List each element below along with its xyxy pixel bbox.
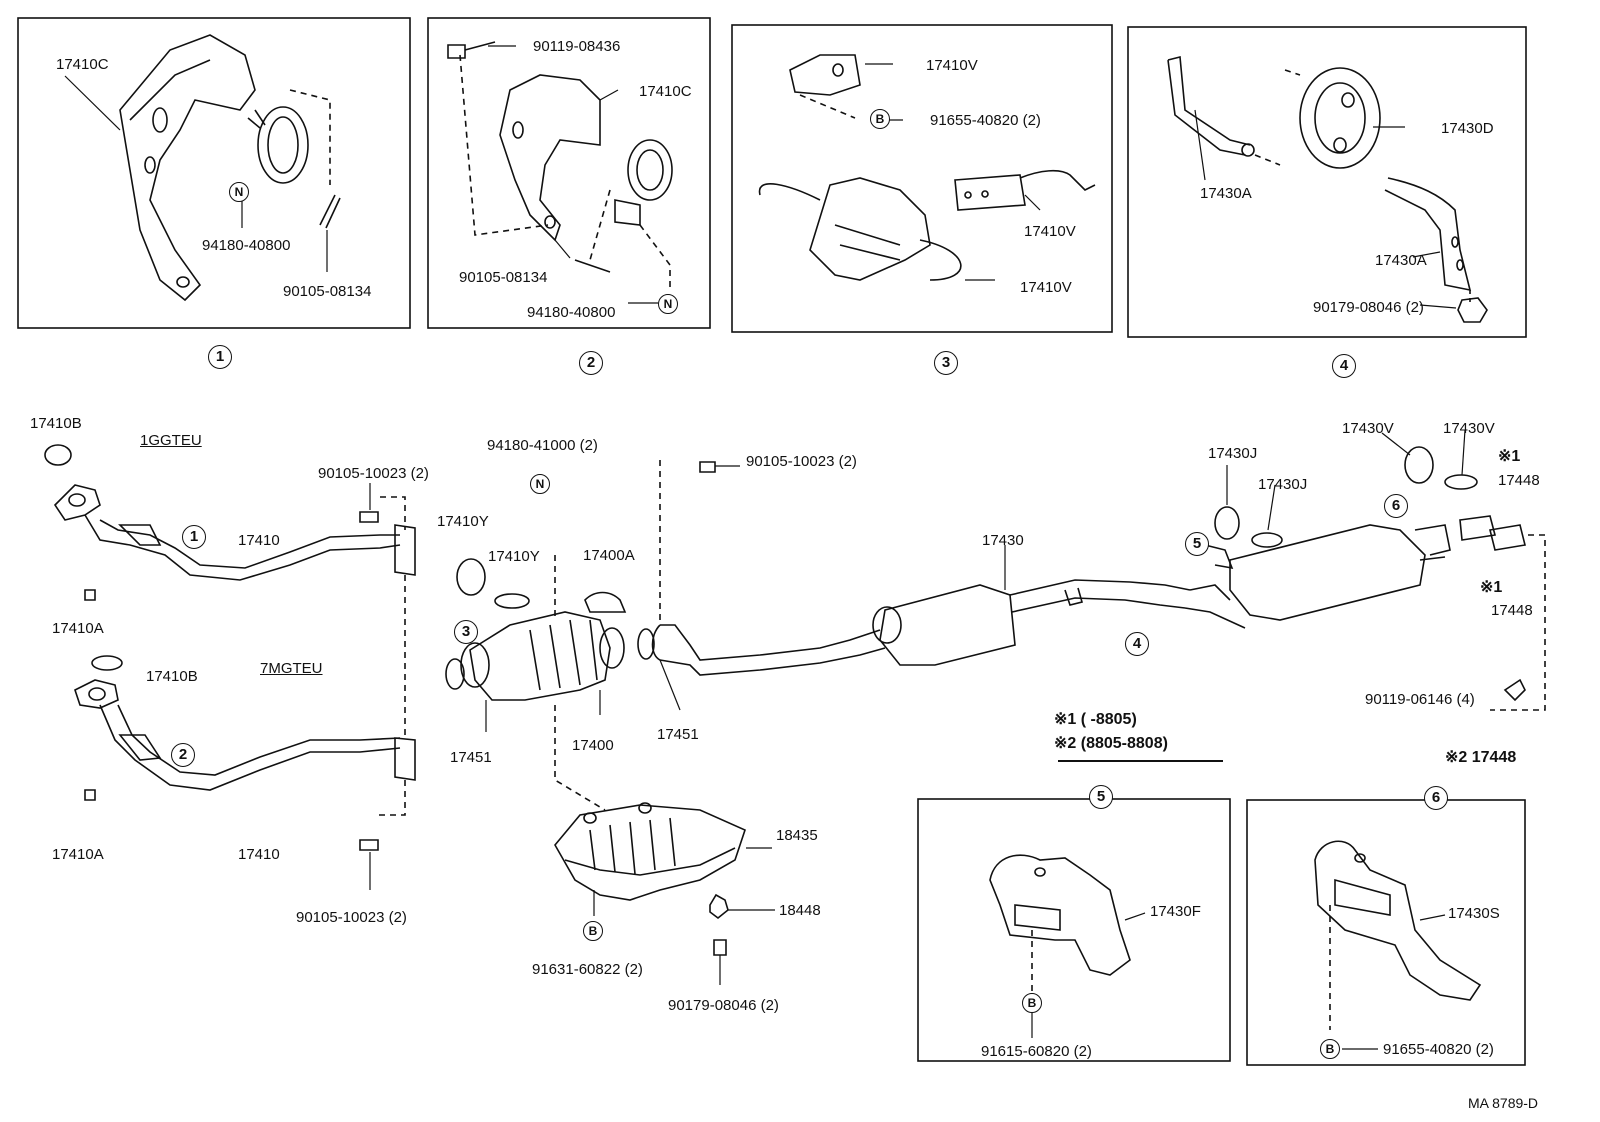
main-mark-n: N xyxy=(530,474,550,494)
label-17410b-1: 17410B xyxy=(30,415,82,432)
main-ref-5: 5 xyxy=(1185,532,1209,556)
inset2-label-90119-08436: 90119-08436 xyxy=(533,38,621,55)
inset6-label-17430s: 17430S xyxy=(1448,905,1500,922)
center-pipe-drawing xyxy=(651,460,1191,676)
label-90179-08046-main: 90179-08046 (2) xyxy=(668,997,779,1014)
inset-box-4 xyxy=(1127,26,1527,338)
label-mark-1-a: ※1 xyxy=(1498,448,1521,465)
inset-box-1 xyxy=(17,17,411,329)
inset-box-3 xyxy=(731,24,1113,333)
inset3-ref-number: 3 xyxy=(934,351,958,375)
label-90105-10023-a: 90105-10023 (2) xyxy=(318,465,429,482)
main-ref-2: 2 xyxy=(171,743,195,767)
label-18435: 18435 xyxy=(776,827,818,844)
label-90119-06146: 90119-06146 (4) xyxy=(1365,691,1475,708)
clamp-inset1-drawing xyxy=(247,89,341,229)
inset2-ref-number: 2 xyxy=(579,351,603,375)
hanger-17430s-drawing xyxy=(1314,840,1482,1030)
inset4-label-17430d: 17430D xyxy=(1441,120,1494,137)
main-ref-3: 3 xyxy=(454,620,478,644)
label-mark-1-b: ※1 xyxy=(1480,579,1503,596)
inset2-mark-n: N xyxy=(658,294,678,314)
hanger-17430f-drawing xyxy=(989,854,1131,995)
label-17430: 17430 xyxy=(982,532,1024,549)
label-17430v-2: 17430V xyxy=(1443,420,1495,437)
label-91631-60822: 91631-60822 (2) xyxy=(532,961,643,978)
label-17448-3: ※2 17448 xyxy=(1445,749,1517,766)
engine-label-1ggteu: 1GGTEU xyxy=(140,432,202,449)
label-17430v-1: 17430V xyxy=(1342,420,1394,437)
main-ref-6: 6 xyxy=(1384,494,1408,518)
legend-line-2: ※2 (8805-8808) xyxy=(1054,735,1168,752)
label-17400a: 17400A xyxy=(583,547,635,564)
inset1-label-94180-40800: 94180-40800 xyxy=(202,237,291,254)
inset4-ref-number: 4 xyxy=(1332,354,1356,378)
inset3-label-17410v-a: 17410V xyxy=(926,57,978,74)
inset2-label-94180-40800: 94180-40800 xyxy=(527,304,616,321)
label-17410-2: 17410 xyxy=(238,846,280,863)
hanger-rubber-inset4-drawing xyxy=(1167,55,1488,323)
label-90105-10023-b: 90105-10023 (2) xyxy=(296,909,407,926)
label-17448-2: 17448 xyxy=(1491,602,1533,619)
inset6-label-91655-40820: 91655-40820 (2) xyxy=(1383,1041,1494,1058)
label-17410a-1: 17410A xyxy=(52,620,104,637)
label-17448-1: 17448 xyxy=(1498,472,1540,489)
rear-muffler-drawing xyxy=(1184,515,1546,711)
drawing-code: MA 8789-D xyxy=(1468,1095,1539,1111)
inset4-label-17430a-b: 17430A xyxy=(1375,252,1427,269)
inset-box-2 xyxy=(427,17,711,329)
inset5-label-91615-60820: 91615-60820 (2) xyxy=(981,1043,1092,1060)
main-mark-b: B xyxy=(583,921,603,941)
inset3-label-91655-40820: 91655-40820 (2) xyxy=(930,112,1041,129)
inset5-label-17430f: 17430F xyxy=(1150,903,1201,920)
inset1-mark-n: N xyxy=(229,182,249,202)
label-18448: 18448 xyxy=(779,902,821,919)
inset5-ref-number: 5 xyxy=(1089,785,1113,809)
inset-box-6 xyxy=(1246,799,1526,1066)
label-17410y-2: 17410Y xyxy=(488,548,540,565)
inset6-mark-b: B xyxy=(1320,1039,1340,1059)
label-17430j-2: 17430J xyxy=(1258,476,1308,493)
inset1-label-17410c: 17410C xyxy=(56,56,109,73)
label-17410b-2: 17410B xyxy=(146,668,198,685)
inset4-label-90179-08046: 90179-08046 (2) xyxy=(1313,299,1424,316)
inset3-label-17410v-b: 17410V xyxy=(1024,223,1076,240)
inset2-label-17410c: 17410C xyxy=(639,83,692,100)
main-ref-1: 1 xyxy=(182,525,206,549)
label-94180-41000: 94180-41000 (2) xyxy=(487,437,598,454)
inset6-ref-number: 6 xyxy=(1424,786,1448,810)
label-17410a-2: 17410A xyxy=(52,846,104,863)
inset1-label-90105-08134: 90105-08134 xyxy=(283,283,372,300)
bracket-inset2-drawing xyxy=(447,41,673,290)
heat-insulator-drawing xyxy=(554,802,746,901)
label-90105-10023-c: 90105-10023 (2) xyxy=(746,453,857,470)
inset1-ref-number: 1 xyxy=(208,345,232,369)
label-17410y-1: 17410Y xyxy=(437,513,489,530)
inset3-mark-b: B xyxy=(870,109,890,129)
hangers-inset3-drawing xyxy=(758,54,1096,281)
main-ref-4: 4 xyxy=(1125,632,1149,656)
label-17451-2: 17451 xyxy=(657,726,699,743)
label-17430j-1: 17430J xyxy=(1208,445,1258,462)
catalytic-converter-drawing xyxy=(460,555,627,811)
inset4-label-17430a-a: 17430A xyxy=(1200,185,1252,202)
bracket-17410c-drawing xyxy=(119,34,256,302)
engine-label-7mgteu: 7MGTEU xyxy=(260,660,323,677)
exhaust-pipe-1-drawing xyxy=(53,484,416,581)
inset-box-5 xyxy=(917,798,1231,1062)
inset3-label-17410v-c: 17410V xyxy=(1020,279,1072,296)
legend-line-1: ※1 ( -8805) xyxy=(1054,711,1137,728)
label-17451-1: 17451 xyxy=(450,749,492,766)
exhaust-pipe-2-drawing xyxy=(74,679,416,791)
label-17400: 17400 xyxy=(572,737,614,754)
label-17410-1: 17410 xyxy=(238,532,280,549)
inset5-mark-b: B xyxy=(1022,993,1042,1013)
inset2-label-90105-08134: 90105-08134 xyxy=(459,269,548,286)
